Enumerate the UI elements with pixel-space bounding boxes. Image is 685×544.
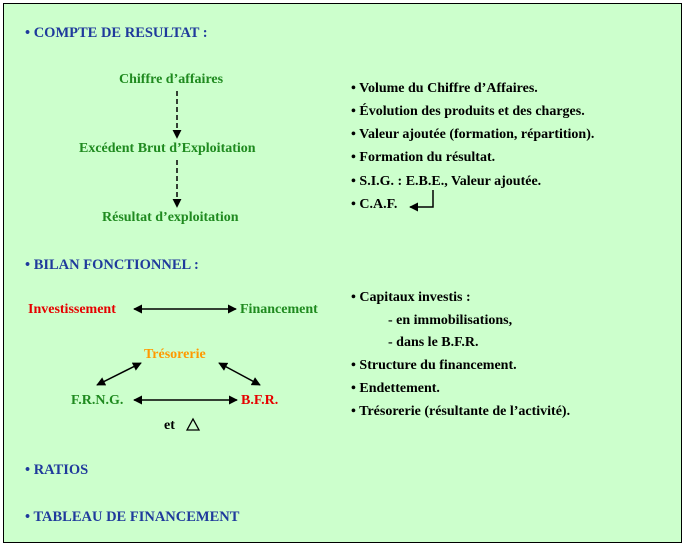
- flow-chiffre-affaires: Chiffre d’affaires: [119, 72, 224, 87]
- slide: • COMPTE DE RESULTAT : • BILAN FONCTIONN…: [3, 3, 682, 543]
- compte-bullet-1: • Volume du Chiffre d’Affaires.: [351, 81, 538, 96]
- bilan-bullet-tresorerie: • Trésorerie (résultante de l’activité).: [351, 404, 571, 419]
- label-tresorerie: Trésorerie: [144, 347, 206, 362]
- compte-bullet-6: • C.A.F.: [351, 197, 398, 212]
- flow-ebe: Excédent Brut d’Exploitation: [79, 141, 256, 156]
- label-bfr: B.F.R.: [241, 393, 279, 408]
- section-tableau-de-financement: • TABLEAU DE FINANCEMENT: [25, 509, 240, 525]
- section-compte-de-resultat: • COMPTE DE RESULTAT :: [25, 25, 208, 41]
- bilan-bullet-structure: • Structure du financement.: [351, 358, 517, 373]
- bilan-sub-immobilisations: - en immobilisations,: [388, 313, 513, 328]
- delta-triangle-icon: [185, 417, 201, 431]
- flow-resultat-exploitation: Résultat d’exploitation: [102, 210, 239, 225]
- section-ratios: • RATIOS: [25, 462, 89, 478]
- arrow-tresorerie-frng: [96, 362, 142, 386]
- bilan-bullet-endettement: • Endettement.: [351, 381, 440, 396]
- label-financement: Financement: [240, 302, 318, 317]
- bilan-sub-bfr: - dans le B.F.R.: [388, 335, 479, 350]
- section-bilan-fonctionnel: • BILAN FONCTIONNEL :: [25, 257, 199, 273]
- compte-bullet-3: • Valeur ajoutée (formation, répartition…: [351, 127, 595, 142]
- compte-bullet-5: • S.I.G. : E.B.E., Valeur ajoutée.: [351, 174, 542, 189]
- arrow-tresorerie-bfr: [218, 362, 261, 386]
- bilan-bullet-capitaux: • Capitaux investis :: [351, 290, 471, 305]
- compte-bullet-2: • Évolution des produits et des charges.: [351, 104, 585, 119]
- arrows-overlay: [96, 91, 434, 431]
- compte-bullet-4: • Formation du résultat.: [351, 150, 496, 165]
- label-et: et: [164, 418, 175, 433]
- label-investissement: Investissement: [28, 302, 116, 317]
- caf-return-arrow: [409, 190, 434, 212]
- label-frng: F.R.N.G.: [71, 393, 124, 408]
